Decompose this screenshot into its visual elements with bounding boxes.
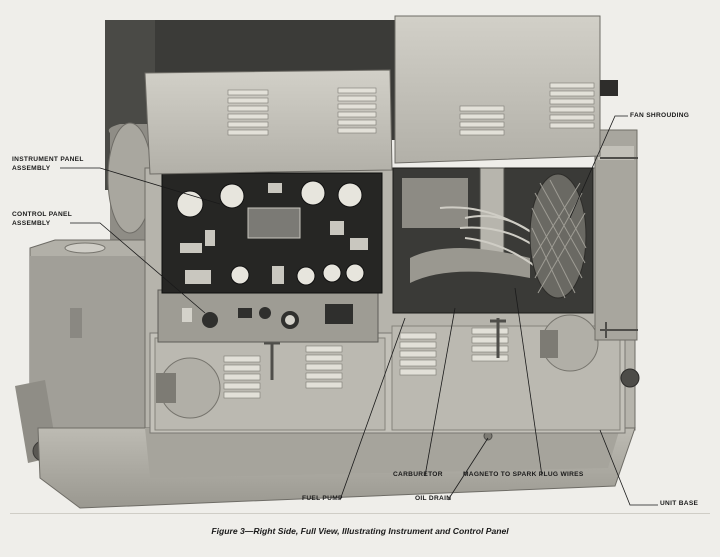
generator-photo — [15, 15, 658, 509]
figure-caption: Figure 3—Right Side, Full View, Illustra… — [211, 526, 509, 536]
leader-lines — [60, 115, 658, 506]
callout-magneto-wires: MAGNETO TO SPARK PLUG WIRES — [463, 471, 584, 478]
callout-oil-drain: OIL DRAIN — [415, 495, 452, 502]
callout-unit-base: UNIT BASE — [660, 500, 699, 507]
callout-instrument-panel: INSTRUMENT PANEL ASSEMBLY — [12, 155, 84, 173]
callout-control-panel: CONTROL PANEL ASSEMBLY — [12, 210, 72, 228]
callout-carburetor: CARBURETOR — [393, 471, 443, 478]
photo-figure: INSTRUMENT PANEL ASSEMBLY CONTROL PANEL … — [10, 8, 710, 514]
callout-fuel-pump: FUEL PUMP — [302, 495, 343, 502]
callout-control-panel-line2: ASSEMBLY — [12, 220, 51, 227]
callout-fan-shrouding: FAN SHROUDING — [630, 112, 690, 119]
callout-instrument-panel-line1: INSTRUMENT PANEL — [12, 156, 84, 163]
callout-control-panel-line1: CONTROL PANEL — [12, 211, 73, 218]
callout-instrument-panel-line2: ASSEMBLY — [12, 165, 51, 172]
